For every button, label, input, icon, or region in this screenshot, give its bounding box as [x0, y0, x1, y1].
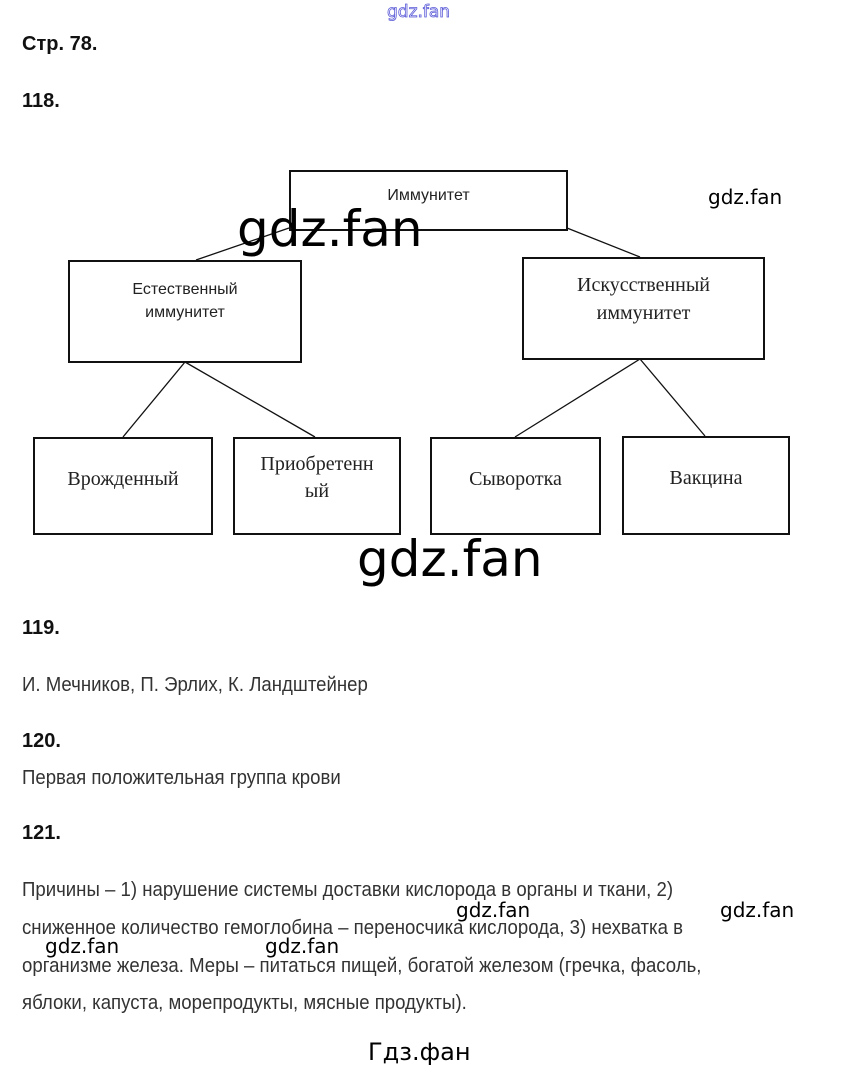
box-acquired: Приобретенн ый	[233, 437, 401, 535]
watermark-diagram-big1: gdz.fan	[237, 200, 423, 258]
box-artificial-line2: иммунитет	[596, 302, 691, 324]
task-120-number: 120.	[22, 730, 61, 752]
connector-root-natural	[195, 227, 290, 261]
task-121-line: яблоки, капуста, морепродукты, мясные пр…	[22, 992, 467, 1014]
box-immunity: Иммунитет	[289, 170, 568, 231]
task-118-number: 118.	[22, 90, 60, 112]
page-label: Стр. 78.	[22, 33, 98, 55]
connector-natural-innate	[122, 361, 186, 438]
task-119-number: 119.	[22, 617, 60, 639]
watermark-paragraph: gdz.fan	[720, 898, 795, 922]
task-121-number: 121.	[22, 822, 61, 844]
box-vaccine: Вакцина	[622, 436, 790, 535]
watermark-paragraph: gdz.fan	[45, 934, 120, 958]
watermark-diagram-right: gdz.fan	[708, 185, 783, 209]
box-artificial-immunity: Искусственный иммунитет	[522, 257, 765, 360]
watermark-footer: Гдз.фан	[368, 1038, 471, 1066]
box-serum: Сыворотка	[430, 437, 601, 535]
box-natural-immunity: Естественный иммунитет	[68, 260, 302, 363]
box-natural-line1: Естественный	[132, 281, 238, 298]
box-vaccine-label: Вакцина	[669, 467, 743, 489]
task-119-answer: И. Мечников, П. Эрлих, К. Ландштейнер	[22, 674, 368, 696]
watermark-paragraph: gdz.fan	[265, 934, 340, 958]
watermark-diagram-big2: gdz.fan	[357, 530, 543, 588]
box-acquired-line1: Приобретенн	[260, 453, 374, 475]
box-innate-label: Врожденный	[67, 468, 179, 490]
connector-artificial-vaccine	[639, 358, 706, 437]
box-natural-line2: иммунитет	[145, 304, 225, 322]
task-120-answer: Первая положительная группа крови	[22, 767, 341, 789]
box-artificial-line1: Искусственный	[577, 274, 710, 296]
connector-artificial-serum	[514, 358, 641, 438]
task-121-line: Причины – 1) нарушение системы доставки …	[22, 879, 674, 901]
box-innate: Врожденный	[33, 437, 213, 535]
watermark-paragraph: gdz.fan	[456, 898, 531, 922]
connector-root-artificial	[566, 227, 641, 258]
connector-natural-acquired	[184, 361, 316, 438]
task-121-line: сниженное количество гемоглобина – перен…	[22, 917, 683, 939]
diagram-connectors	[122, 227, 706, 438]
box-acquired-line2: ый	[304, 480, 330, 502]
box-immunity-label: Иммунитет	[387, 187, 470, 204]
task-121-line: организме железа. Меры – питаться пищей,…	[22, 955, 702, 977]
watermark-top: gdz.fan	[387, 2, 451, 23]
box-serum-label: Сыворотка	[469, 468, 562, 490]
